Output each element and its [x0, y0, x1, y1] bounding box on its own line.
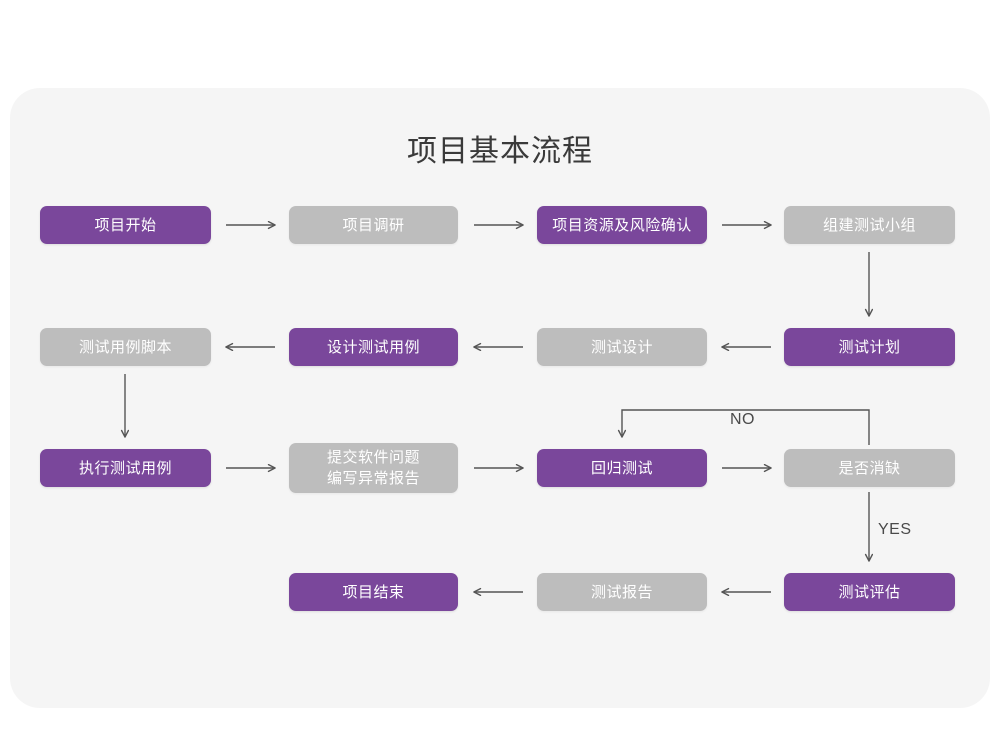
node-defect-cleared-decision[interactable]: 是否消缺	[784, 449, 955, 487]
node-test-evaluation[interactable]: 测试评估	[784, 573, 955, 611]
edge-label-yes: YES	[878, 521, 912, 538]
node-regression-test[interactable]: 回归测试	[537, 449, 707, 487]
page-title: 项目基本流程	[407, 135, 593, 168]
node-build-test-team[interactable]: 组建测试小组	[784, 206, 955, 244]
node-project-start[interactable]: 项目开始	[40, 206, 211, 244]
node-project-research[interactable]: 项目调研	[289, 206, 458, 244]
node-project-end[interactable]: 项目结束	[289, 573, 458, 611]
node-test-report[interactable]: 测试报告	[537, 573, 707, 611]
flowchart-card	[10, 88, 990, 708]
node-design-test-case[interactable]: 设计测试用例	[289, 328, 458, 366]
node-execute-test-case[interactable]: 执行测试用例	[40, 449, 211, 487]
node-resource-risk-confirm[interactable]: 项目资源及风险确认	[537, 206, 707, 244]
edge-label-no: NO	[730, 411, 755, 428]
node-test-design[interactable]: 测试设计	[537, 328, 707, 366]
node-test-plan[interactable]: 测试计划	[784, 328, 955, 366]
node-test-case-script[interactable]: 测试用例脚本	[40, 328, 211, 366]
node-submit-defect-report[interactable]: 提交软件问题 编写异常报告	[289, 443, 458, 493]
